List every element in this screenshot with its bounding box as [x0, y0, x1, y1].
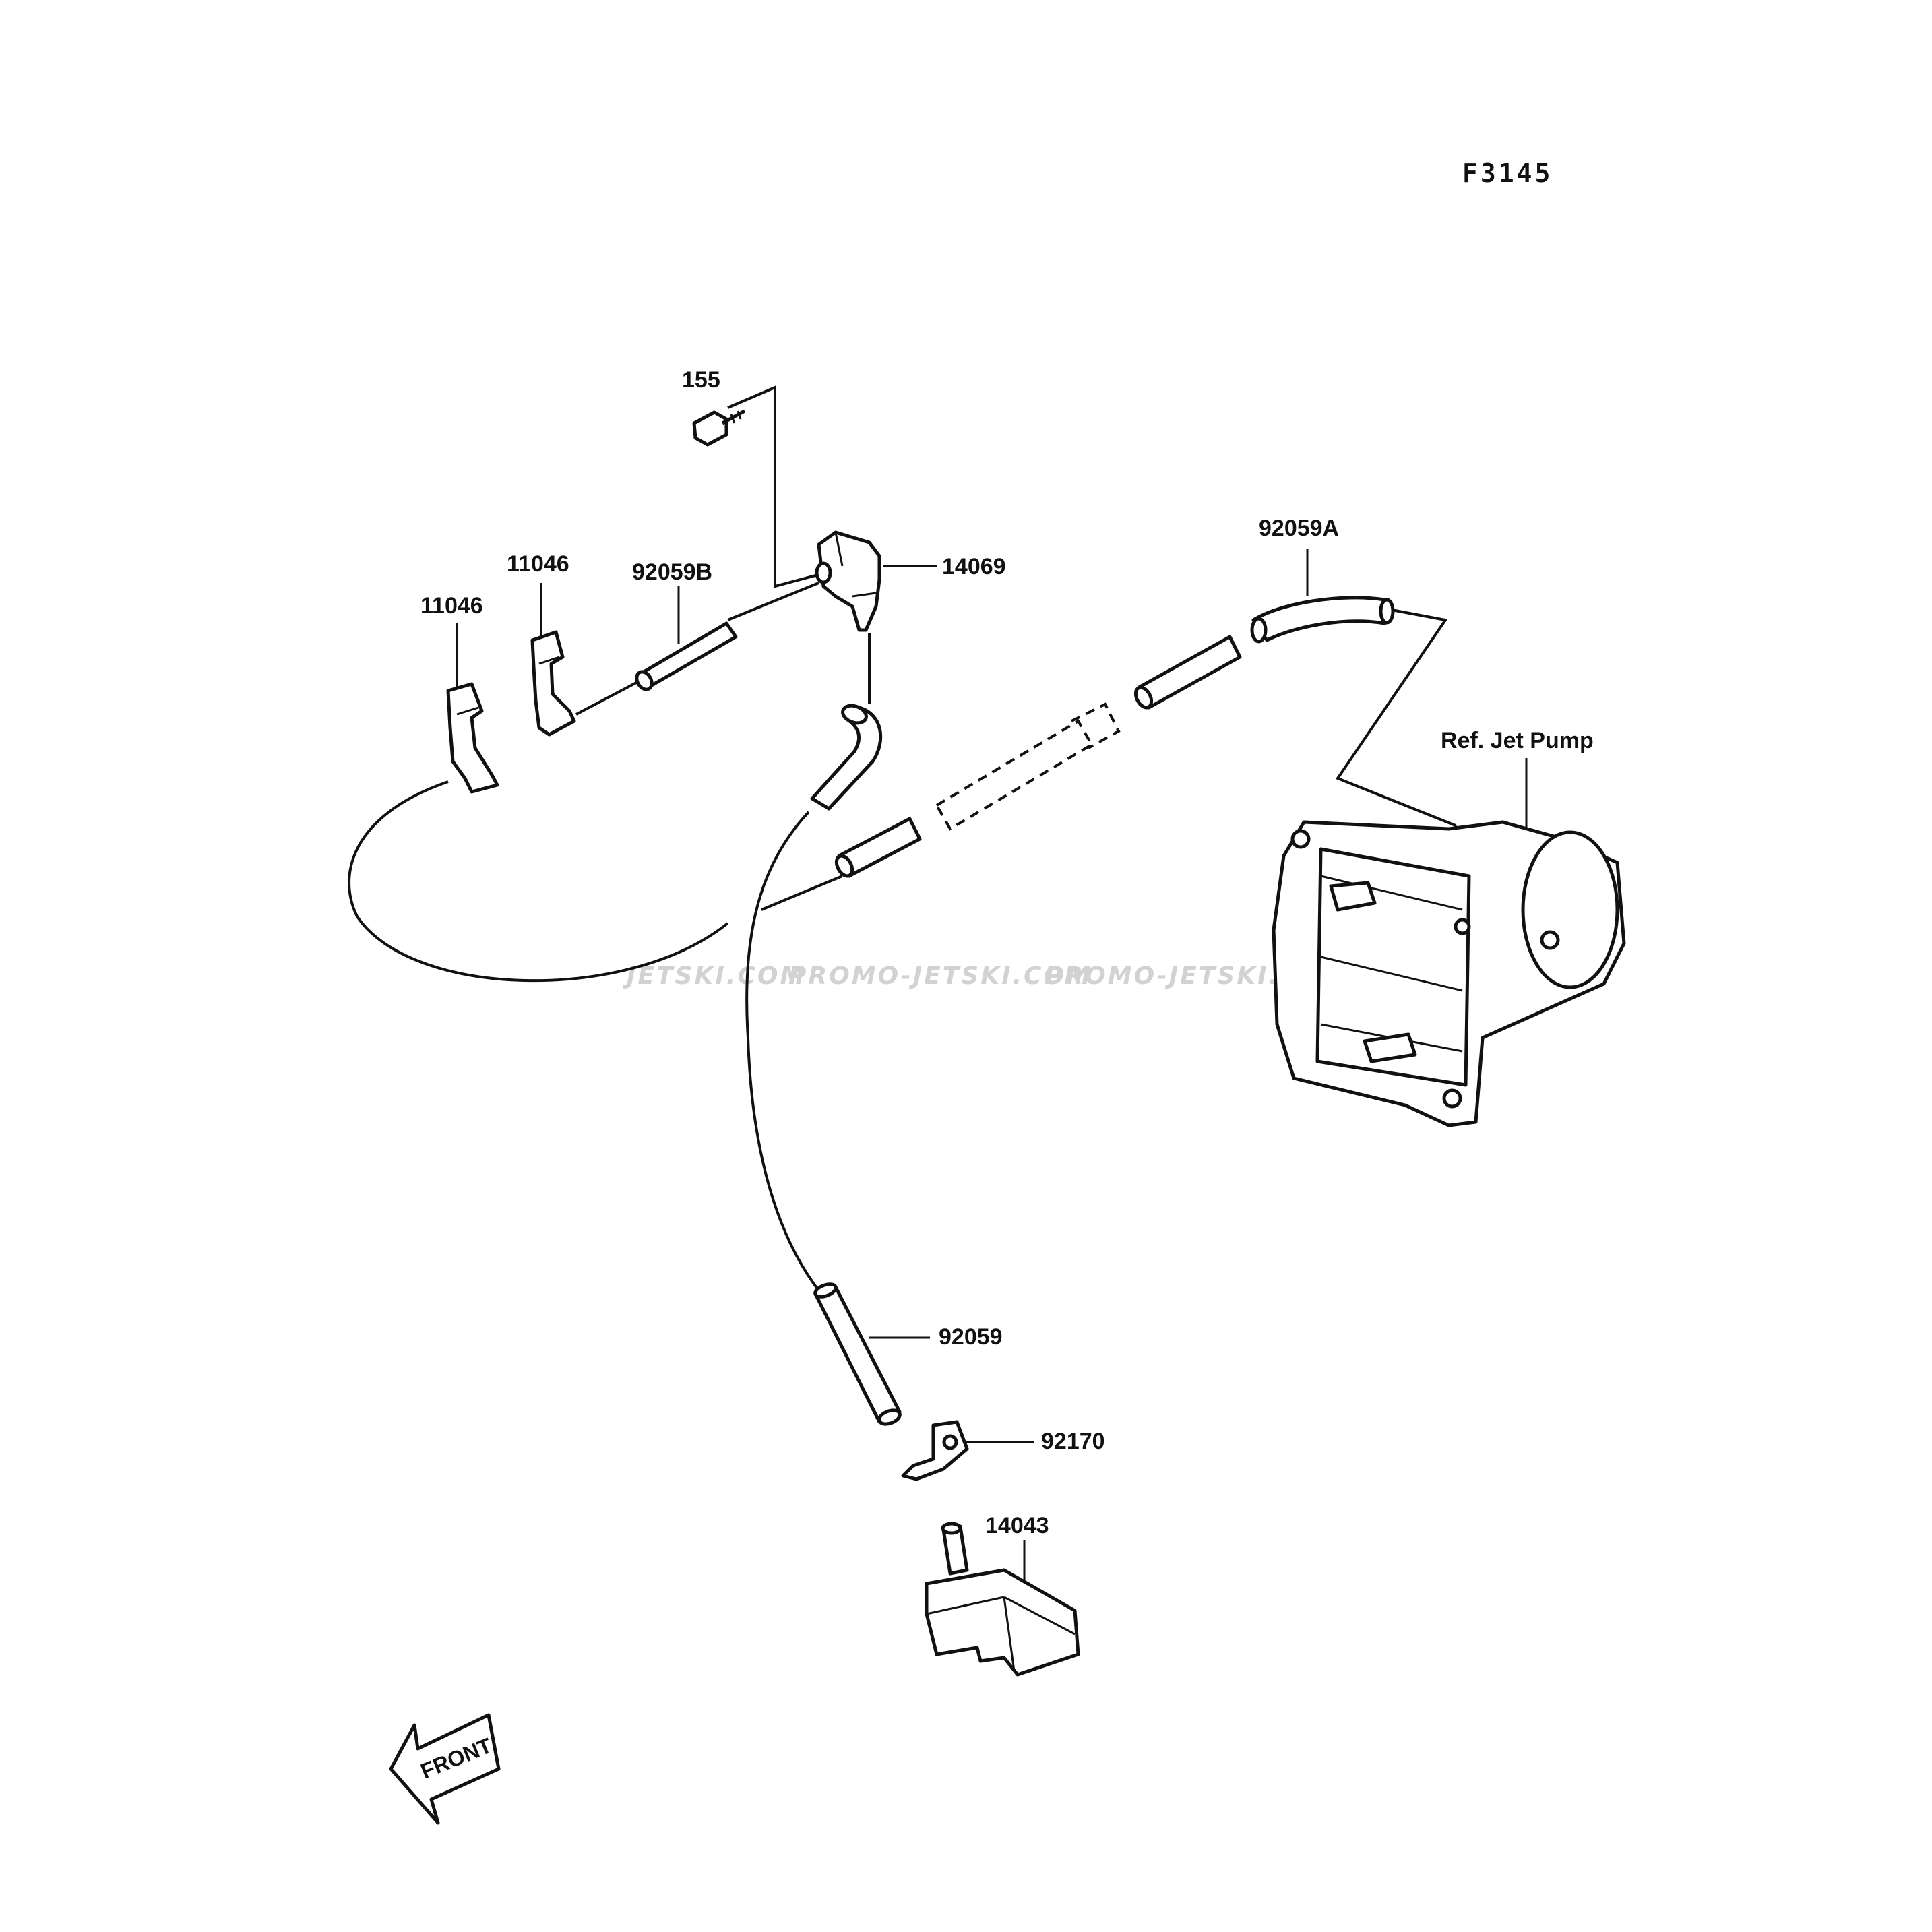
watermark-2: PROMO-JETSKI.COM — [788, 962, 1092, 990]
line-loop-to-hose — [761, 875, 843, 911]
watermark-1: JETSKI.COM — [623, 962, 806, 990]
label-92170: 92170 — [1041, 1429, 1105, 1454]
block-14043 — [925, 1522, 1080, 1677]
bolt-155 — [692, 409, 746, 447]
hose-92059 — [813, 1282, 902, 1426]
diagram-code: F3145 — [1462, 158, 1553, 188]
hose-92059b — [635, 621, 738, 691]
hose-92059a — [1250, 596, 1395, 644]
pipe-dashed — [935, 702, 1121, 831]
label-92059b: 92059B — [632, 559, 712, 585]
line-clip-to-hose — [575, 679, 641, 716]
hose-segment-lower — [834, 817, 922, 878]
line-main-hose — [745, 811, 820, 1292]
label-ref-jet-pump: Ref. Jet Pump — [1441, 728, 1594, 753]
label-14043: 14043 — [985, 1513, 1049, 1538]
label-92059: 92059 — [939, 1324, 1003, 1350]
hose-segment-upper — [1133, 635, 1242, 710]
hose-curved — [810, 704, 883, 811]
line-hose-a-to-pump — [1335, 609, 1456, 827]
label-155: 155 — [682, 367, 720, 393]
label-11046-a: 11046 — [420, 593, 483, 619]
line-hose-b-to-fitting — [727, 582, 819, 621]
line-bypass-loop — [348, 780, 729, 983]
front-arrow-icon — [389, 1713, 501, 1825]
clip-11046-a — [446, 682, 499, 794]
clamp-92170 — [901, 1420, 969, 1481]
clip-11046-b — [530, 630, 576, 737]
leader-155 — [727, 385, 826, 588]
jet-pump-housing — [1272, 820, 1626, 1127]
label-92059a: 92059A — [1259, 516, 1339, 541]
label-14069: 14069 — [942, 554, 1006, 580]
fitting-14069 — [815, 530, 881, 632]
label-11046-b: 11046 — [507, 551, 569, 577]
